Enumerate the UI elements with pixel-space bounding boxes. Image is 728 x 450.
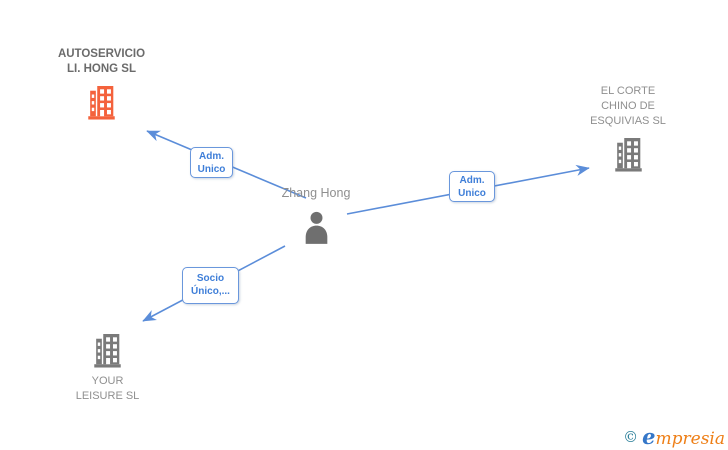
relationship-label-line1: Socio — [196, 273, 225, 284]
company-name-line1: AUTOSERVICIO — [57, 48, 146, 60]
company-name-line2: CHINO DE — [601, 100, 655, 112]
company-name-line1: YOUR — [91, 375, 124, 387]
person-icon — [302, 211, 331, 244]
brand-name: mpresia — [655, 429, 726, 449]
empresia-logo: ©empresia — [623, 424, 725, 449]
company-name-line1: EL CORTE — [600, 85, 656, 97]
company-name: YOUR LEISURE SL — [76, 374, 140, 404]
company-name: EL CORTE CHINO DE ESQUIVIAS SL — [590, 84, 666, 129]
company-name-line2: LI. HONG SL — [67, 63, 136, 75]
relationship-label-line1: Adm. — [199, 151, 224, 162]
relationship-label-socio-unico[interactable]: Socio Único,... — [182, 267, 239, 304]
company-node-el-corte-chino[interactable]: EL CORTE CHINO DE ESQUIVIAS SL — [570, 84, 686, 172]
building-icon — [93, 334, 122, 368]
company-name: AUTOSERVICIO LI. HONG SL — [58, 47, 145, 77]
relationship-label-line2: Único,... — [191, 286, 230, 297]
relationship-label-line2: Unico — [458, 188, 486, 199]
building-icon — [87, 86, 116, 120]
company-node-autoservicio-li-hong[interactable]: AUTOSERVICIO LI. HONG SL — [29, 47, 174, 120]
company-name-line3: ESQUIVIAS SL — [590, 115, 666, 127]
relationship-label-line2: Unico — [197, 164, 226, 175]
company-name-line2: LEISURE SL — [75, 390, 140, 402]
company-node-your-leisure[interactable]: YOUR LEISURE SL — [47, 334, 168, 404]
relationship-label-line1: Adm. — [459, 175, 485, 186]
person-name: Zhang Hong — [281, 186, 351, 200]
relationship-label-adm-unico-1[interactable]: Adm. Unico — [190, 147, 233, 178]
relationship-label-adm-unico-2[interactable]: Adm. Unico — [449, 171, 495, 202]
copyright-icon: © — [623, 428, 639, 446]
brand-initial: e — [642, 424, 656, 449]
person-node-zhang-hong[interactable]: Zhang Hong — [268, 186, 364, 244]
building-icon — [614, 138, 643, 172]
